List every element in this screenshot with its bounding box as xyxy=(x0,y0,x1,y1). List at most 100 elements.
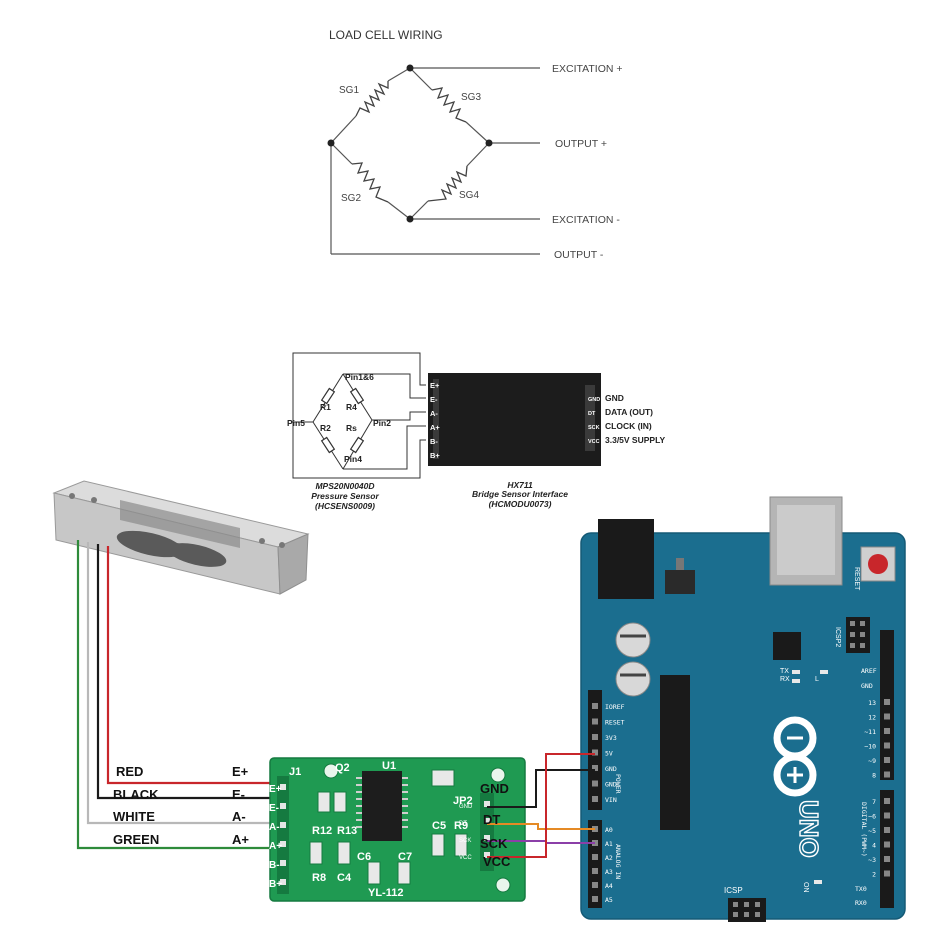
power-label: POWER xyxy=(614,774,622,794)
wire-green-label: GREEN xyxy=(113,832,159,847)
power-pin[interactable] xyxy=(592,718,598,725)
digital-pin[interactable] xyxy=(884,699,890,705)
j1-label: J1 xyxy=(289,766,301,778)
board-left-pin xyxy=(280,822,286,828)
sg2-label: SG2 xyxy=(341,193,361,204)
wire-white-label: WHITE xyxy=(113,809,155,824)
digital-pin-label: 8 xyxy=(872,772,876,780)
digital-header-bottom xyxy=(880,790,894,908)
digital-pin-label: 7 xyxy=(872,798,876,806)
sensor-caption-2: Pressure Sensor xyxy=(311,491,379,501)
digital-pin[interactable] xyxy=(884,812,890,819)
digital-pin-label: ~5 xyxy=(868,827,876,835)
board-right-pin-label: VCC xyxy=(459,855,472,861)
digital-pin[interactable] xyxy=(884,841,890,848)
icsp2-label: ICSP2 xyxy=(834,627,841,647)
reset-label: RESET xyxy=(853,567,860,591)
analog-pin[interactable] xyxy=(592,896,598,902)
comp-u1: U1 xyxy=(382,760,396,772)
on-label: ON xyxy=(802,882,809,893)
schem-output-desc: CLOCK (IN) xyxy=(605,421,652,431)
analog-pin-label: A5 xyxy=(605,896,613,904)
board-left-pin-label: A+ xyxy=(269,841,282,852)
board-left-pin-label: E- xyxy=(269,803,279,814)
power-pin-label: 5V xyxy=(605,750,613,758)
l-led-label: L xyxy=(815,676,819,683)
wire-white-pin: A- xyxy=(232,809,246,824)
out-dt-label: DT xyxy=(483,812,500,827)
excitation-neg-label: EXCITATION - xyxy=(552,214,620,226)
power-pin[interactable] xyxy=(592,780,598,787)
sg1-label: SG1 xyxy=(339,85,359,96)
excitation-pos-label: EXCITATION + xyxy=(552,63,623,75)
digital-pin[interactable] xyxy=(884,798,890,804)
schem-output-code: SCK xyxy=(588,425,600,431)
load-cell-bar xyxy=(52,480,310,595)
power-pin[interactable] xyxy=(592,796,598,802)
board-right-pin xyxy=(484,801,490,807)
board-right-pin xyxy=(484,852,490,858)
schem-output-code: DT xyxy=(588,411,596,417)
output-pos-label: OUTPUT + xyxy=(555,138,607,150)
digital-pin-label: ~10 xyxy=(864,743,876,751)
digital-pin[interactable] xyxy=(884,742,890,749)
power-jack xyxy=(598,519,654,599)
board-right-pin-label: SCK xyxy=(459,838,471,844)
hx711-board: E+E-A-A+B-B+ J1 Q2 U1 R12 xyxy=(269,757,526,902)
schem-input-pin: E+ xyxy=(430,381,440,390)
power-pin[interactable] xyxy=(592,703,598,709)
board-left-pin xyxy=(280,879,286,885)
digital-pin-label: 13 xyxy=(868,699,876,707)
analog-pin[interactable] xyxy=(592,882,598,888)
sensor-caption-3: (HCSENS0009) xyxy=(315,501,375,511)
wire-red-pin: E+ xyxy=(232,764,249,779)
arduino-connection-wires xyxy=(487,753,595,858)
power-pin[interactable] xyxy=(592,734,598,740)
board-right-pin-label: DT xyxy=(459,821,467,827)
digital-pin[interactable] xyxy=(884,757,890,763)
silk-yl112: YL-112 xyxy=(368,887,403,899)
schem-input-pin: B+ xyxy=(430,451,440,460)
digital-pin[interactable] xyxy=(884,713,890,720)
digital-pin[interactable] xyxy=(884,728,890,734)
board-left-pin-label: A- xyxy=(269,822,280,833)
digital-pin-label: ~11 xyxy=(864,728,876,736)
analog-pin-label: A1 xyxy=(605,840,613,848)
power-pin[interactable] xyxy=(592,765,598,771)
reset-button-cap[interactable] xyxy=(868,554,888,574)
uno-logo: UNO xyxy=(794,800,824,858)
analog-pin[interactable] xyxy=(592,868,598,874)
schem-input-pin: E- xyxy=(430,395,438,404)
arduino-infinity-logo xyxy=(773,716,817,797)
pin-left-label: Pin5 xyxy=(287,418,305,428)
schem-output-desc: GND xyxy=(605,393,624,403)
power-pin-label: RESET xyxy=(605,719,625,727)
power-pin-label: GND xyxy=(605,765,617,773)
sg3-label: SG3 xyxy=(461,92,481,103)
wire-black-pin: E- xyxy=(232,787,245,802)
digital-pin[interactable] xyxy=(884,771,890,778)
aref-label: AREF xyxy=(861,667,877,675)
comp-r9: R9 xyxy=(454,820,468,832)
digital-pin-label: 4 xyxy=(872,842,876,850)
power-pin-label: IOREF xyxy=(605,703,625,711)
module-caption-2: Bridge Sensor Interface xyxy=(472,489,568,499)
board-left-pin xyxy=(280,803,286,809)
analog-pin[interactable] xyxy=(592,854,598,860)
power-pin-label: GND xyxy=(605,781,617,789)
pin-right-label: Pin2 xyxy=(373,418,391,428)
power-pin[interactable] xyxy=(592,749,598,756)
rs-label: Rs xyxy=(346,423,357,433)
schem-output-code: VCC xyxy=(588,439,600,445)
gnd-digital-label: GND xyxy=(861,682,873,690)
bridge-title: LOAD CELL WIRING xyxy=(329,28,443,42)
out-gnd-label: GND xyxy=(480,781,509,796)
digital-pin[interactable] xyxy=(884,856,890,862)
atmega-chip xyxy=(660,675,690,830)
digital-pin[interactable] xyxy=(884,870,890,877)
digital-pin[interactable] xyxy=(884,827,890,833)
board-left-pin-label: B+ xyxy=(269,879,282,890)
out-vcc-label: VCC xyxy=(483,854,511,869)
analog-label: ANALOG IN xyxy=(614,844,622,879)
